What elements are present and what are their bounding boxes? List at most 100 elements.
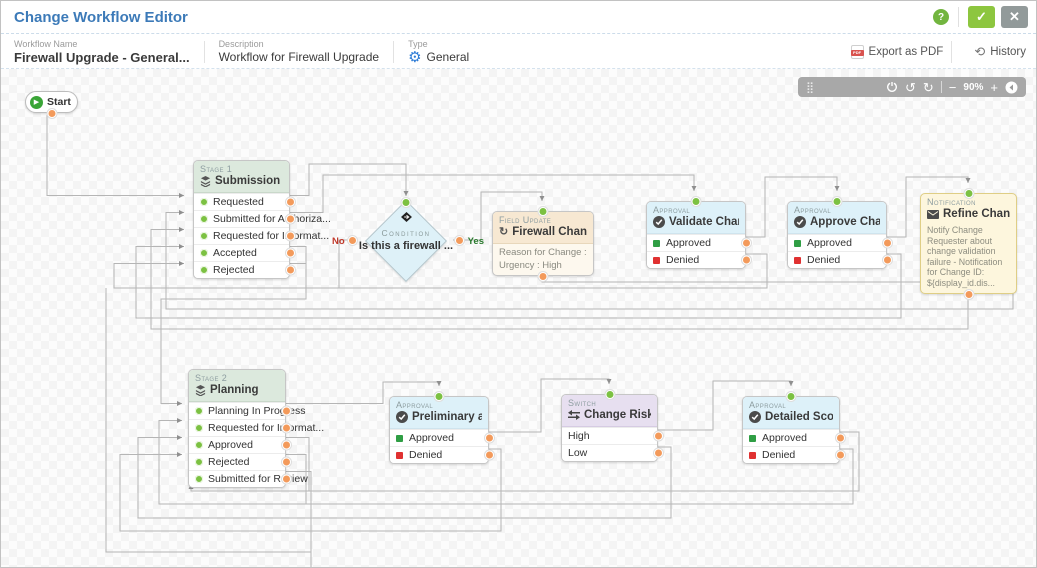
approved-output-port[interactable]: [742, 238, 751, 248]
output-port[interactable]: [538, 272, 548, 281]
switch-case-row[interactable]: High: [562, 427, 663, 444]
confirm-button[interactable]: ✓: [968, 6, 995, 28]
input-port[interactable]: [691, 197, 701, 206]
denied-output-port[interactable]: [836, 450, 845, 460]
approval-row-denied[interactable]: Denied: [390, 446, 494, 463]
node-kind: Stage 1: [200, 164, 233, 174]
node-condition[interactable]: Condition Is this a firewall ... No Yes: [332, 198, 484, 283]
input-port[interactable]: [538, 207, 548, 216]
node-switch-change-risk[interactable]: Switch Change Risk High Low: [561, 390, 663, 462]
node-kind: Notification: [927, 197, 976, 207]
description-value[interactable]: Workflow for Firewall Upgrade: [218, 50, 380, 64]
stage-status-row[interactable]: Approved: [189, 436, 291, 453]
node-approval-validate[interactable]: Approval Validate Change ... Approved De…: [646, 197, 751, 269]
input-port[interactable]: [964, 189, 973, 198]
redo-icon[interactable]: ↻: [922, 79, 934, 95]
approval-row-denied[interactable]: Denied: [788, 251, 892, 268]
switch-case-row[interactable]: Low: [562, 444, 663, 461]
status-input-port[interactable]: [200, 232, 208, 240]
export-pdf-button[interactable]: Export as PDF: [850, 44, 943, 59]
status-output-port[interactable]: [282, 474, 291, 484]
workflow-canvas[interactable]: ⣿ ↺ ↻ − 90% + ▶ Start Stage 1: [1, 69, 1036, 567]
help-button[interactable]: ?: [933, 9, 949, 25]
approval-row-denied[interactable]: Denied: [743, 446, 845, 463]
node-stage-1-submission[interactable]: Stage 1 Submission Requested Submitted f…: [193, 160, 331, 279]
gear-icon[interactable]: ⚙: [408, 48, 422, 66]
status-input-port[interactable]: [195, 407, 203, 415]
stage-status-row[interactable]: Requested: [194, 193, 295, 210]
status-output-port[interactable]: [286, 197, 295, 207]
workflow-name-value[interactable]: Firewall Upgrade - General...: [14, 49, 190, 65]
approved-icon: [794, 239, 801, 247]
description-field[interactable]: Description Workflow for Firewall Upgrad…: [219, 39, 380, 64]
status-input-port[interactable]: [200, 266, 208, 274]
status-output-port[interactable]: [286, 214, 295, 224]
stage-status-row[interactable]: Rejected: [189, 453, 291, 470]
drag-handle-icon[interactable]: ⣿: [806, 81, 814, 94]
denied-output-port[interactable]: [485, 450, 494, 460]
approved-output-port[interactable]: [883, 238, 892, 248]
stage-status-row[interactable]: Planning In Progress: [189, 402, 305, 419]
start-output-port[interactable]: [47, 109, 56, 118]
stage-status-row[interactable]: Submitted for Review: [189, 470, 308, 487]
history-button[interactable]: ⟲ History: [974, 44, 1026, 59]
node-field-update[interactable]: Field Update ↻ Firewall Change fi... Rea…: [492, 207, 594, 281]
input-port[interactable]: [832, 197, 842, 206]
stage-status-row[interactable]: Accepted: [194, 244, 295, 261]
status-output-port[interactable]: [282, 440, 291, 450]
condition-input-port[interactable]: [401, 198, 411, 207]
node-start[interactable]: ▶ Start: [25, 91, 78, 118]
node-approval-approve[interactable]: Approval Approve Change ... Approved Den…: [787, 197, 892, 269]
power-icon[interactable]: [886, 81, 898, 93]
condition-no-port[interactable]: [348, 236, 357, 245]
status-output-port[interactable]: [286, 248, 295, 258]
workflow-name-field[interactable]: Workflow Name Firewall Upgrade - General…: [14, 39, 190, 65]
close-button[interactable]: ✕: [1001, 6, 1028, 28]
layers-icon: [200, 175, 211, 187]
node-title: Detailed Scope of...: [765, 411, 833, 423]
status-input-port[interactable]: [200, 249, 208, 257]
denied-output-port[interactable]: [742, 255, 751, 265]
approval-row-denied[interactable]: Denied: [647, 251, 751, 268]
input-port[interactable]: [605, 390, 614, 399]
approved-output-port[interactable]: [836, 433, 845, 443]
approval-row-approved[interactable]: Approved: [743, 429, 845, 446]
approval-row-approved[interactable]: Approved: [788, 234, 892, 251]
status-input-port[interactable]: [195, 424, 203, 432]
stage-status-row[interactable]: Requested for Informat...: [189, 419, 324, 436]
undo-icon[interactable]: ↺: [904, 79, 916, 95]
status-input-port[interactable]: [200, 198, 208, 206]
approval-row-approved[interactable]: Approved: [647, 234, 751, 251]
status-output-port[interactable]: [282, 457, 291, 467]
stage-status-row[interactable]: Requested for Informat...: [194, 227, 329, 244]
status-input-port[interactable]: [195, 458, 203, 466]
status-output-port[interactable]: [286, 265, 295, 275]
case-output-port[interactable]: [654, 431, 663, 441]
output-port[interactable]: [964, 290, 973, 299]
approved-icon: [749, 434, 756, 442]
status-output-port[interactable]: [282, 423, 291, 433]
status-input-port[interactable]: [200, 215, 208, 223]
input-port[interactable]: [434, 392, 444, 401]
fit-view-icon[interactable]: [1005, 81, 1018, 94]
node-approval-preliminary[interactable]: Approval Preliminary analy... Approved D…: [389, 392, 494, 464]
status-input-port[interactable]: [195, 475, 203, 483]
zoom-out-icon[interactable]: −: [948, 79, 957, 95]
zoom-in-icon[interactable]: +: [990, 79, 998, 95]
approved-output-port[interactable]: [485, 433, 494, 443]
condition-yes-port[interactable]: [455, 236, 464, 245]
stage-status-row[interactable]: Submitted for Authoriza...: [194, 210, 331, 227]
status-output-port[interactable]: [286, 231, 295, 241]
canvas-toolbar-divider: [940, 81, 942, 93]
status-output-port[interactable]: [282, 406, 291, 416]
stage-status-row[interactable]: Rejected: [194, 261, 295, 278]
case-output-port[interactable]: [654, 448, 663, 458]
node-notification[interactable]: Notification Refine Change &... Notify C…: [920, 189, 1017, 299]
node-approval-detailed[interactable]: Approval Detailed Scope of... Approved D…: [742, 392, 845, 464]
workflow-name-label: Workflow Name: [14, 38, 78, 49]
input-port[interactable]: [786, 392, 796, 401]
node-stage-2-planning[interactable]: Stage 2 Planning Planning In Progress Re…: [188, 369, 324, 488]
denied-output-port[interactable]: [883, 255, 892, 265]
status-input-port[interactable]: [195, 441, 203, 449]
approval-row-approved[interactable]: Approved: [390, 429, 494, 446]
